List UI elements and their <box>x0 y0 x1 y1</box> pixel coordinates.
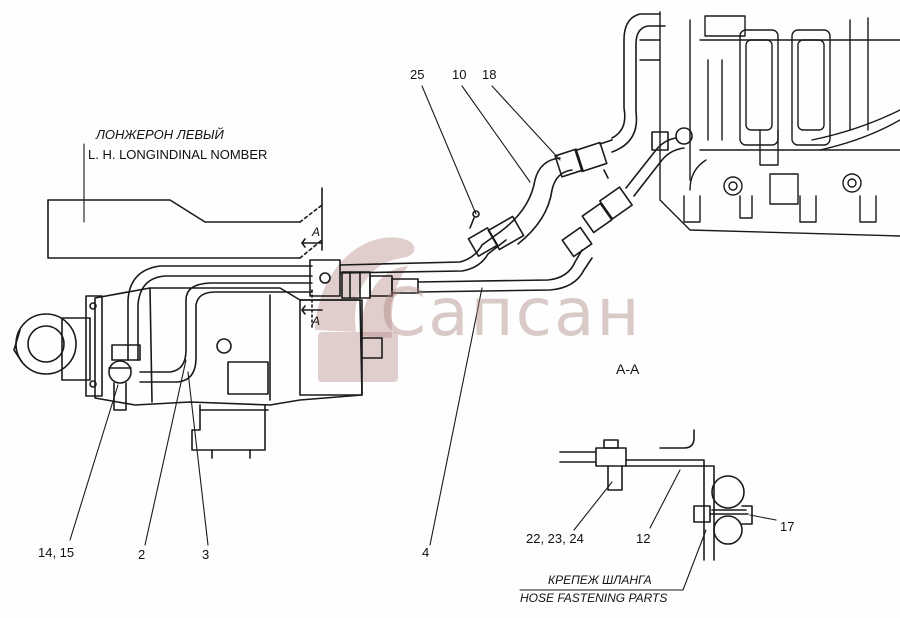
callout-12: 12 <box>636 531 651 546</box>
engine-block <box>639 11 900 237</box>
callout-22-23-24: 22, 23, 24 <box>526 531 584 546</box>
flange-left <box>13 295 103 397</box>
frame-rail-left <box>47 187 323 259</box>
fitting-18 <box>554 13 666 179</box>
callout-17: 17 <box>780 519 795 534</box>
watermark-text: Сапсан <box>380 274 642 351</box>
label-longeron-en: L. H. LONGINDINAL NOMBER <box>88 147 268 162</box>
callout-14-15: 14, 15 <box>38 545 75 560</box>
callout-10: 10 <box>452 67 467 82</box>
callout-4: 4 <box>422 545 430 560</box>
hose-10 <box>339 157 573 274</box>
watermark-emblem <box>315 237 415 382</box>
callout-2: 2 <box>138 547 146 562</box>
section-title-a-a: А-А <box>616 361 640 377</box>
tube-clamp <box>309 259 341 297</box>
section-mark-bottom: А <box>312 314 321 328</box>
leader-lines <box>69 85 777 591</box>
hose-4 <box>341 127 693 299</box>
section-a-a-detail <box>559 429 753 561</box>
label-hose-fastening-ru: КРЕПЕЖ ШЛАНГА <box>548 573 652 587</box>
steering-gear-housing <box>94 287 383 459</box>
label-longeron-ru: ЛОНЖЕРОН ЛЕВЫЙ <box>96 127 224 142</box>
callout-25: 25 <box>410 67 425 82</box>
steel-tubes <box>127 265 313 383</box>
label-hose-fastening-en: HOSE FASTENING PARTS <box>520 591 668 605</box>
callout-3: 3 <box>202 547 210 562</box>
section-mark-top: А <box>312 225 321 239</box>
callout-18: 18 <box>482 67 497 82</box>
